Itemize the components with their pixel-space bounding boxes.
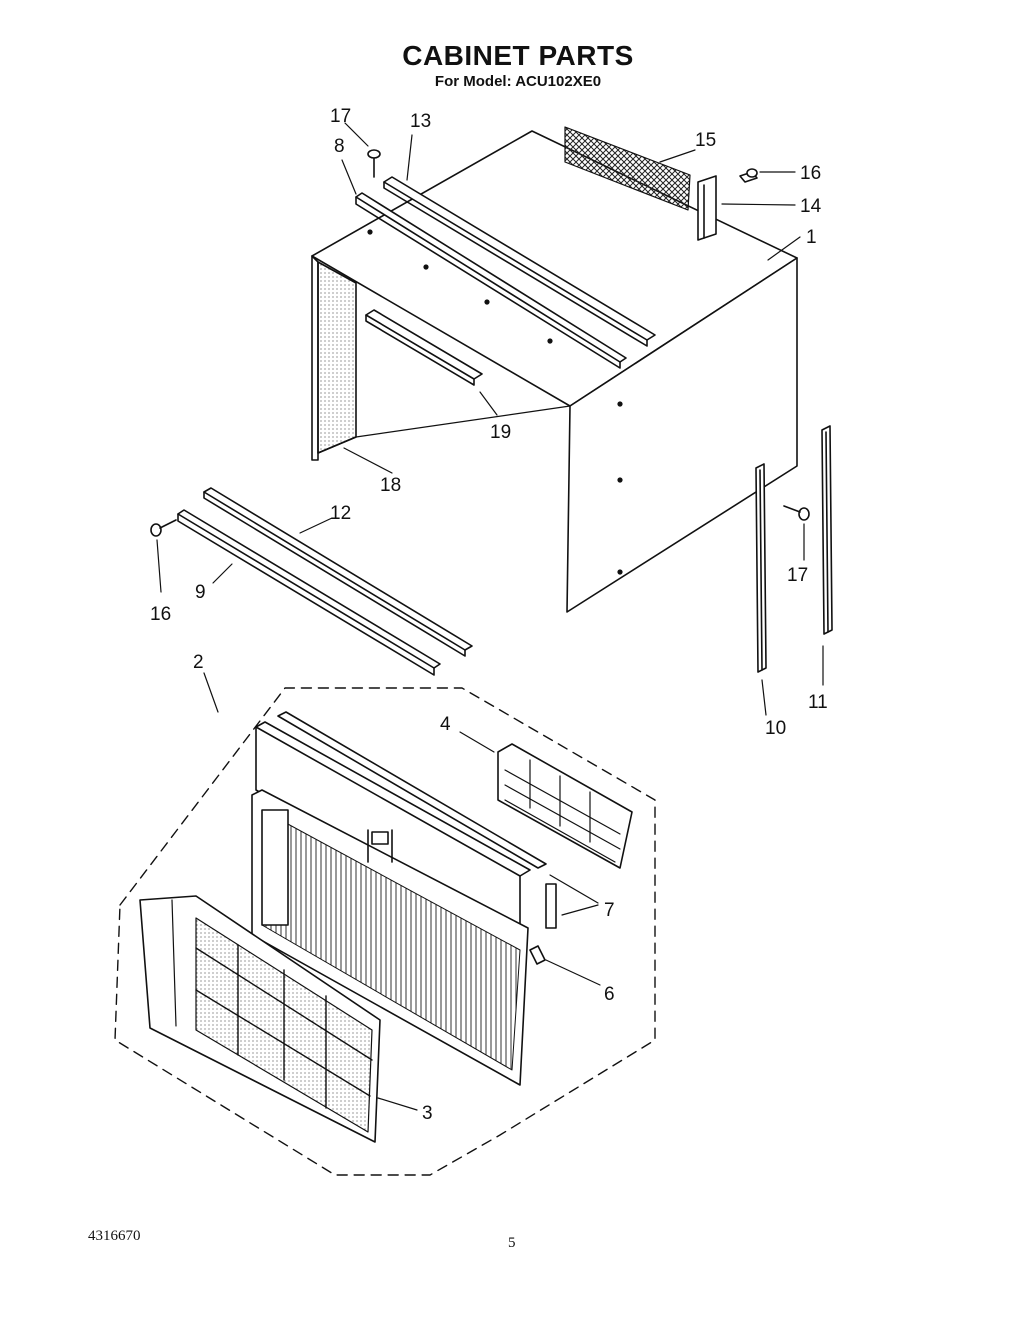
callout-16-left: 16	[150, 604, 171, 625]
foam-strip-7	[545, 883, 557, 929]
screw-17-top	[367, 149, 381, 178]
louver-4	[497, 743, 633, 869]
side-rail-11	[821, 425, 833, 635]
callout-1: 1	[806, 227, 817, 248]
lower-rail-9	[177, 509, 441, 676]
callout-10: 10	[765, 718, 786, 739]
cabinet-wrapper	[311, 130, 798, 613]
rear-bracket	[697, 175, 717, 241]
page-title: CABINET PARTS	[402, 40, 634, 71]
screw-17-side	[783, 505, 810, 521]
rail-19	[365, 309, 483, 386]
top-strip-7	[277, 711, 547, 869]
callout-11: 11	[808, 692, 828, 713]
callout-2: 2	[193, 652, 204, 673]
callout-12: 12	[330, 503, 351, 524]
rear-grille	[564, 126, 691, 211]
callout-16-top: 16	[800, 163, 821, 184]
callout-7: 7	[604, 900, 615, 921]
model-subtitle: For Model: ACU102XE0	[434, 73, 602, 90]
page-number: 5	[508, 1235, 516, 1251]
callout-15: 15	[695, 130, 716, 151]
callout-18: 18	[380, 475, 401, 496]
screw-16-top	[739, 168, 758, 183]
callout-14: 14	[800, 196, 822, 217]
callout-6: 6	[604, 984, 615, 1005]
callout-3: 3	[422, 1103, 433, 1124]
callout-labels: 17 8 13 15 16 14 1 19 18 12 9 16 17 10 1…	[150, 106, 828, 1124]
top-rail-8	[355, 192, 627, 369]
callout-17-side: 17	[787, 565, 808, 586]
leader-lines	[156, 122, 824, 1111]
callout-8: 8	[334, 136, 345, 157]
front-assembly-outline	[114, 687, 656, 1176]
lower-rail-12	[203, 487, 473, 657]
callout-13: 13	[410, 111, 431, 132]
top-rail-13	[383, 176, 656, 347]
air-filter-3	[139, 895, 381, 1143]
document-number: 4316670	[88, 1228, 141, 1244]
seal-6	[529, 945, 546, 965]
callout-9: 9	[195, 582, 206, 603]
callout-17-top: 17	[330, 106, 351, 127]
screw-16-left	[150, 519, 177, 537]
side-rail-10	[755, 463, 767, 673]
front-panel	[251, 721, 531, 1086]
callout-19: 19	[490, 422, 511, 443]
callout-4: 4	[440, 714, 451, 735]
